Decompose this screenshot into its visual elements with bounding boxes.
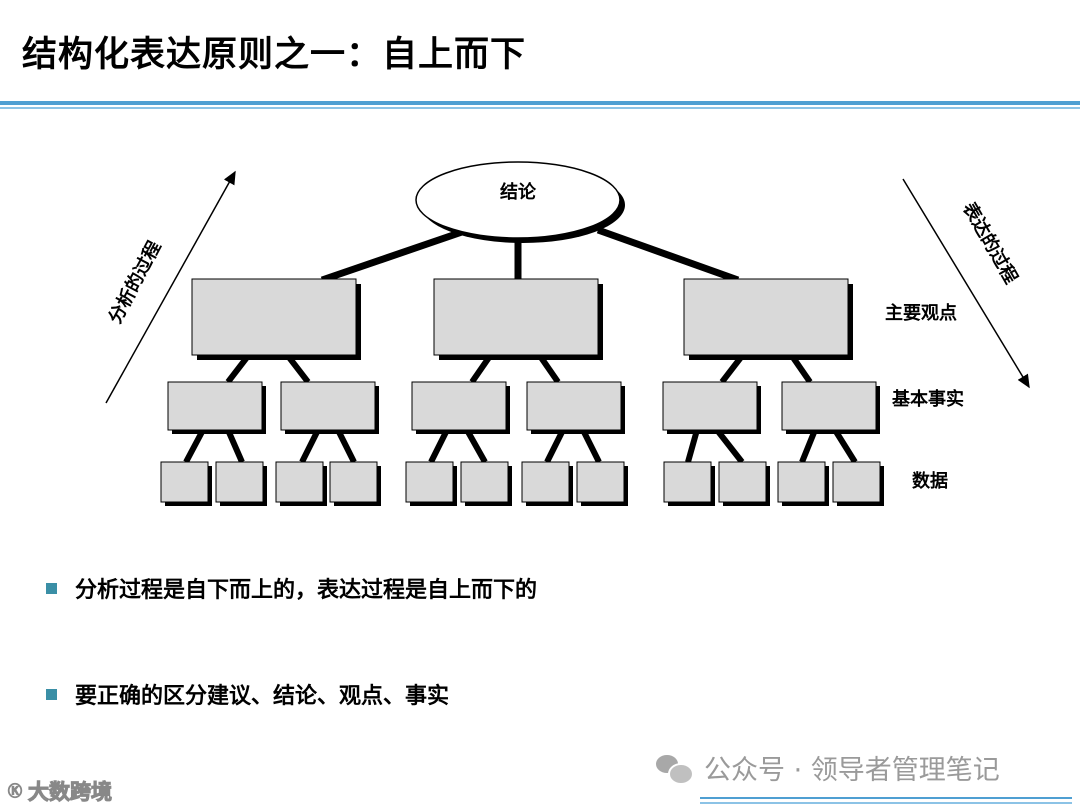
title-divider-thin [0, 107, 1080, 109]
root-label: 结论 [500, 181, 537, 203]
main-point-boxes [191, 278, 853, 360]
level-label-data: 数据 [912, 470, 948, 492]
fact-to-data-connectors [183, 428, 858, 464]
fact-boxes [167, 381, 880, 434]
bullet-text: 要正确的区分建议、结论、观点、事实 [75, 684, 450, 709]
expression-arrow-label: 表达的过程 [958, 199, 1022, 288]
data-boxes [160, 461, 884, 506]
logo-mark-icon: Ⓚ [8, 784, 23, 801]
root-ellipse [415, 161, 621, 239]
footer-divider [700, 797, 1072, 799]
pyramid-diagram: 结论 主要观点 基本事实 [104, 161, 1030, 506]
page-title: 结构化表达原则之一：自上而下 [22, 35, 527, 75]
watermark-text: 公众号 · 领导者管理笔记 [704, 755, 1000, 786]
bullet-text: 分析过程是自下而上的，表达过程是自上而下的 [75, 578, 538, 603]
bullet-item: 要正确的区分建议、结论、观点、事实 [46, 678, 449, 710]
bullet-square-icon [46, 582, 57, 594]
bullet-square-icon [46, 688, 57, 700]
main-to-fact-connectors [225, 354, 813, 384]
expression-arrow [902, 178, 1030, 389]
wechat-icon [656, 753, 694, 785]
footer-divider-thin [700, 802, 1072, 804]
logo-text: 大数跨境 [28, 780, 113, 805]
watermark: 公众号 · 领导者管理笔记 [656, 748, 1000, 787]
corner-logo: Ⓚ 大数跨境 [8, 776, 113, 806]
analysis-arrow [105, 170, 236, 404]
title-divider [0, 101, 1080, 105]
root-connectors [320, 226, 740, 284]
bullet-item: 分析过程是自下而上的，表达过程是自上而下的 [46, 572, 537, 604]
level-label-main-points: 主要观点 [885, 302, 957, 324]
level-label-basic-facts: 基本事实 [891, 388, 964, 410]
